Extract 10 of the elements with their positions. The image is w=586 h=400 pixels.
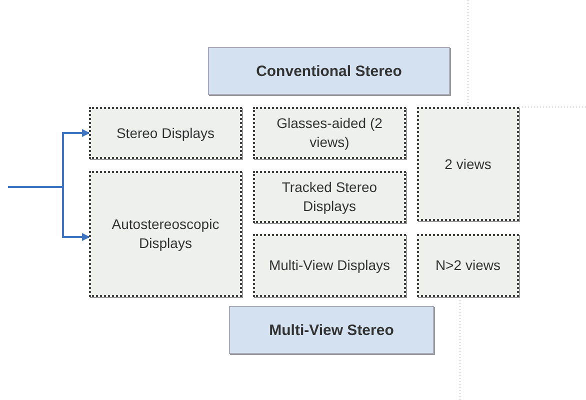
category-box: N>2 views	[417, 234, 519, 297]
category-box: 2 views	[417, 107, 519, 221]
title-band: Conventional Stereo	[208, 47, 450, 95]
category-box: Autostereoscopic Displays	[89, 171, 242, 297]
category-box: Multi-View Displays	[253, 234, 406, 297]
category-box: Tracked Stereo Displays	[253, 171, 406, 223]
category-box: Glasses-aided (2 views)	[253, 107, 406, 159]
title-band: Multi-View Stereo	[229, 306, 434, 354]
arrow	[8, 186, 90, 241]
category-box: Stereo Displays	[89, 107, 242, 159]
